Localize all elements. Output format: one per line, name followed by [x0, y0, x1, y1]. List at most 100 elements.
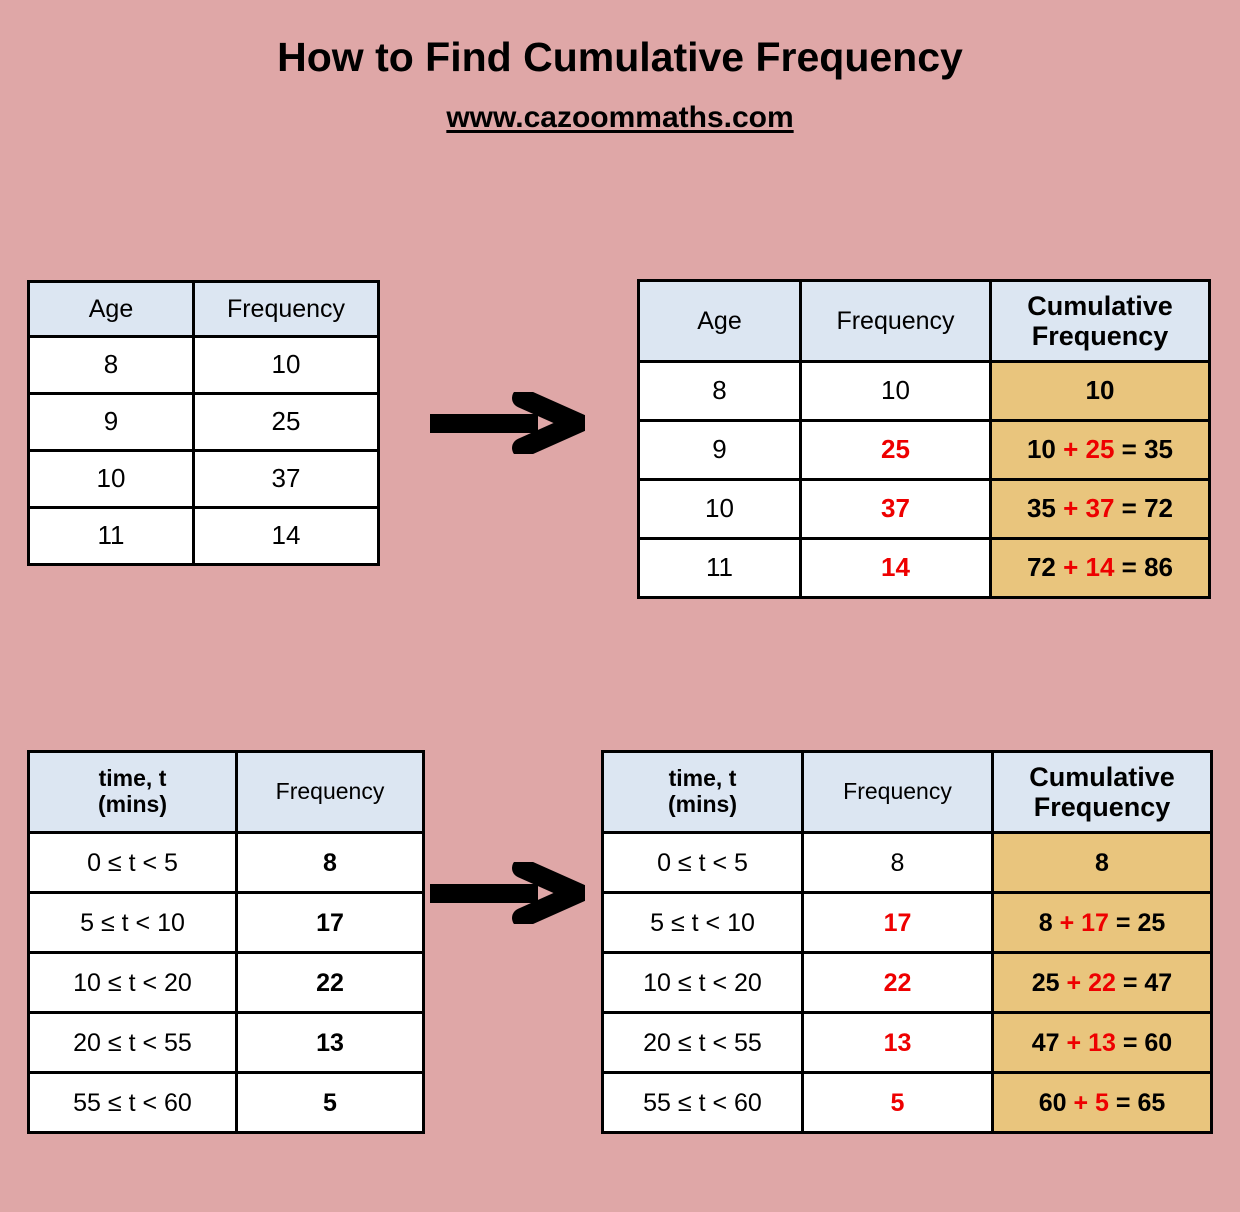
table-header-row: time, t (mins) Frequency [27, 750, 425, 834]
time-interval-value: 0 ≤ t < 5 [27, 831, 238, 894]
age-value: 11 [27, 506, 195, 566]
cumulative-frequency-value: 10 [989, 360, 1211, 422]
frequency-value: 8 [235, 831, 425, 894]
page-title: How to Find Cumulative Frequency [277, 34, 963, 80]
table-row: 10 ≤ t < 20 22 25 + 22 = 47 [601, 951, 1213, 1014]
cumulative-part-1: + 5 [1073, 1088, 1109, 1117]
cumulative-part-2: = 72 [1114, 493, 1174, 524]
cumulative-part-0: 72 [1026, 552, 1064, 583]
time-interval-value: 5 ≤ t < 10 [27, 891, 238, 954]
frequency-value: 22 [801, 951, 994, 1014]
cumulative-part-0: 35 [1026, 493, 1064, 524]
column-header-time: time, t (mins) [27, 750, 238, 834]
frequency-number: 10 [881, 375, 910, 406]
hdr-line-1: Cumulative [1027, 290, 1173, 321]
frequency-number: 14 [881, 552, 910, 583]
frequency-value: 25 [192, 392, 380, 452]
cumulative-frequency-value: 25 + 22 = 47 [991, 951, 1213, 1014]
time-interval-value: 10 ≤ t < 20 [601, 951, 804, 1014]
frequency-value: 13 [235, 1011, 425, 1074]
cumulative-part-2: = 65 [1108, 1088, 1166, 1117]
frequency-value: 8 [801, 831, 994, 894]
frequency-value: 17 [801, 891, 994, 954]
cumulative-part-0: 8 [1038, 908, 1060, 937]
frequency-value: 14 [192, 506, 380, 566]
column-header-cumulative-frequency: Cumulative Frequency [989, 279, 1211, 363]
frequency-value: 10 [192, 335, 380, 395]
time-interval-value: 0 ≤ t < 5 [601, 831, 804, 894]
hdr-line-1: time, t [668, 765, 737, 792]
table-header-row: Age Frequency Cumulative Frequency [637, 279, 1211, 363]
hdr-line-1: time, t [98, 765, 167, 792]
cumulative-part-0: 47 [1031, 1028, 1067, 1057]
cumulative-part-2: = 35 [1114, 434, 1174, 465]
time-interval-value: 55 ≤ t < 60 [27, 1071, 238, 1134]
frequency-value: 13 [801, 1011, 994, 1074]
hdr-line-2: Frequency [1031, 321, 1169, 351]
page-subtitle-url: www.cazoommaths.com [446, 101, 794, 134]
frequency-value: 25 [799, 419, 992, 481]
column-header-age: Age [27, 280, 195, 338]
age-value: 11 [637, 537, 802, 599]
arrow-right-icon [430, 858, 603, 929]
frequency-value: 37 [799, 478, 992, 540]
column-header-frequency: Frequency [235, 750, 425, 834]
column-header-age: Age [637, 279, 802, 363]
time-cumulative-table: time, t (mins) Frequency Cumulative Freq… [601, 750, 1213, 1134]
column-header-time: time, t (mins) [601, 750, 804, 834]
age-value: 8 [27, 335, 195, 395]
cumulative-part-1: + 25 [1063, 434, 1115, 465]
cumulative-part-0: 25 [1031, 968, 1067, 997]
cumulative-frequency-value: 47 + 13 = 60 [991, 1011, 1213, 1074]
cumulative-part-1: + 14 [1063, 552, 1115, 583]
cumulative-part-2: = 60 [1115, 1028, 1173, 1057]
column-header-frequency: Frequency [192, 280, 380, 338]
cumulative-part-2: = 25 [1108, 908, 1166, 937]
frequency-number: 25 [881, 434, 910, 465]
page-header: How to Find Cumulative Frequency www.caz… [0, 0, 1240, 135]
cumulative-part-1: + 22 [1066, 968, 1116, 997]
hdr-line-1: Cumulative [1029, 761, 1175, 792]
arrow-right-icon [430, 388, 603, 459]
table-row: 11 14 72 + 14 = 86 [637, 537, 1211, 599]
table-header-row: Age Frequency [27, 280, 380, 338]
frequency-number: 37 [881, 493, 910, 524]
column-header-cumulative-frequency: Cumulative Frequency [991, 750, 1213, 834]
frequency-value: 17 [235, 891, 425, 954]
frequency-number: 13 [883, 1028, 912, 1057]
cumulative-frequency-value: 60 + 5 = 65 [991, 1071, 1213, 1134]
cumulative-frequency-value: 72 + 14 = 86 [989, 537, 1211, 599]
frequency-value: 14 [799, 537, 992, 599]
frequency-value: 5 [801, 1071, 994, 1134]
frequency-number: 22 [883, 968, 912, 997]
age-value: 9 [27, 392, 195, 452]
frequency-number: 8 [890, 848, 905, 877]
frequency-value: 22 [235, 951, 425, 1014]
frequency-number: 5 [890, 1088, 905, 1117]
time-interval-value: 20 ≤ t < 55 [601, 1011, 804, 1074]
cumulative-part-0: 10 [1026, 434, 1064, 465]
frequency-value: 37 [192, 449, 380, 509]
table-header-row: time, t (mins) Frequency Cumulative Freq… [601, 750, 1213, 834]
frequency-value: 10 [799, 360, 992, 422]
time-interval-value: 20 ≤ t < 55 [27, 1011, 238, 1074]
frequency-value: 5 [235, 1071, 425, 1134]
age-value: 10 [637, 478, 802, 540]
cumulative-part-0: 10 [1085, 375, 1115, 406]
